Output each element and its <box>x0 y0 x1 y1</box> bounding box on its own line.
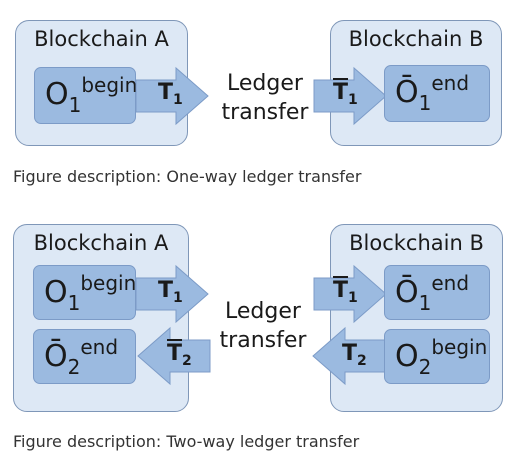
figure-caption: Figure description: One-way ledger trans… <box>13 167 362 186</box>
o1-begin-label: O1begin <box>45 73 138 117</box>
o2-end-box: Ō2end <box>33 329 136 384</box>
o2-begin-box: O2begin <box>384 329 490 384</box>
t1-bar-arrow-right <box>313 66 387 126</box>
t1-bar-label: T1 <box>333 80 358 108</box>
t2-bar-arrow-left <box>137 326 211 386</box>
o1-end-box: Ō1end <box>384 265 490 320</box>
o1-end-label: Ō1end <box>395 71 470 115</box>
o1-end-label: Ō1end <box>395 271 470 315</box>
o2-begin-label: O2begin <box>395 335 488 379</box>
figure-caption: Figure description: Two-way ledger trans… <box>13 432 360 451</box>
t1-bar-label: T1 <box>333 278 358 306</box>
t1-label: T1 <box>158 80 183 108</box>
o1-end-box: Ō1end <box>384 65 490 122</box>
o1-begin-box: O1begin <box>34 67 138 124</box>
t2-arrow-left <box>312 326 386 386</box>
t1-arrow-right <box>135 264 209 324</box>
t2-label: T2 <box>342 341 367 369</box>
panel-title: Blockchain A <box>34 27 169 51</box>
t1-bar-arrow-right <box>313 264 387 324</box>
o1-begin-label: O1begin <box>44 271 137 315</box>
o1-begin-box: O1begin <box>33 265 136 320</box>
ledger-transfer-label: Ledger transfer <box>219 299 307 353</box>
panel-title: Blockchain B <box>348 27 484 51</box>
t2-bar-label: T2 <box>167 341 192 369</box>
t1-label: T1 <box>158 278 183 306</box>
t1-arrow-right <box>135 66 209 126</box>
ledger-transfer-label: Ledger transfer <box>221 71 309 125</box>
panel-title: Blockchain A <box>33 231 169 255</box>
o2-end-label: Ō2end <box>44 335 119 379</box>
panel-title: Blockchain B <box>349 231 484 255</box>
